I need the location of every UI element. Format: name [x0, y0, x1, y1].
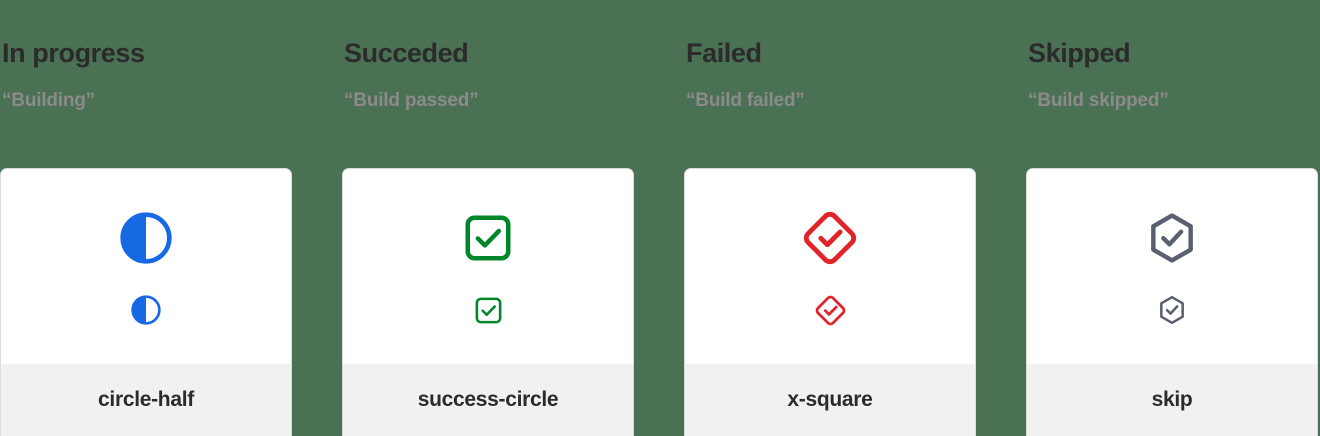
icon-card-footer: x-square	[685, 364, 975, 436]
icon-preview-small	[1027, 293, 1317, 327]
column-subheading: “Building”	[2, 90, 95, 111]
circle-half-icon	[120, 212, 172, 264]
icon-card-footer: skip	[1027, 364, 1317, 436]
column-subheading: “Build failed”	[686, 90, 805, 111]
check-hexagon-icon	[1160, 295, 1184, 325]
icon-preview-area	[1027, 169, 1317, 365]
check-diamond-icon	[815, 295, 845, 325]
icon-preview-area	[1, 169, 291, 365]
column-heading: Failed	[686, 38, 762, 68]
icon-preview-area	[343, 169, 633, 365]
icon-preview-small	[1, 293, 291, 327]
status-column-in-progress: In progress “Building” cir	[0, 0, 292, 436]
icon-preview-large	[1, 209, 291, 267]
column-subheading: “Build skipped”	[1028, 90, 1169, 111]
icon-card[interactable]: circle-half	[0, 168, 292, 436]
column-heading: In progress	[2, 38, 145, 68]
status-column-skipped: Skipped “Build skipped” sk	[1026, 0, 1318, 436]
icon-card[interactable]: success-circle	[342, 168, 634, 436]
column-heading: Skipped	[1028, 38, 1131, 68]
status-column-failed: Failed “Build failed”	[684, 0, 976, 436]
icon-preview-large	[685, 209, 975, 267]
icon-card[interactable]: x-square	[684, 168, 976, 436]
icon-name-label: circle-half	[98, 388, 194, 411]
icon-preview-area	[685, 169, 975, 365]
column-heading: Succeded	[344, 38, 469, 68]
icon-preview-small	[685, 293, 975, 327]
check-square-icon	[465, 215, 511, 261]
icon-preview-large	[343, 209, 633, 267]
icon-name-label: x-square	[787, 388, 873, 411]
column-subheading: “Build passed”	[344, 90, 479, 111]
icon-card[interactable]: skip	[1026, 168, 1318, 436]
icon-card-footer: success-circle	[343, 364, 633, 436]
icon-preview-large	[1027, 209, 1317, 267]
check-square-icon	[475, 297, 501, 323]
icon-name-label: skip	[1151, 388, 1193, 411]
icon-preview-small	[343, 293, 633, 327]
icon-name-label: success-circle	[417, 388, 559, 411]
check-diamond-icon	[803, 211, 857, 265]
check-hexagon-icon	[1151, 213, 1193, 263]
circle-half-icon	[131, 295, 161, 325]
icon-card-footer: circle-half	[1, 364, 291, 436]
status-column-succeeded: Succeded “Build passed” su	[342, 0, 634, 436]
